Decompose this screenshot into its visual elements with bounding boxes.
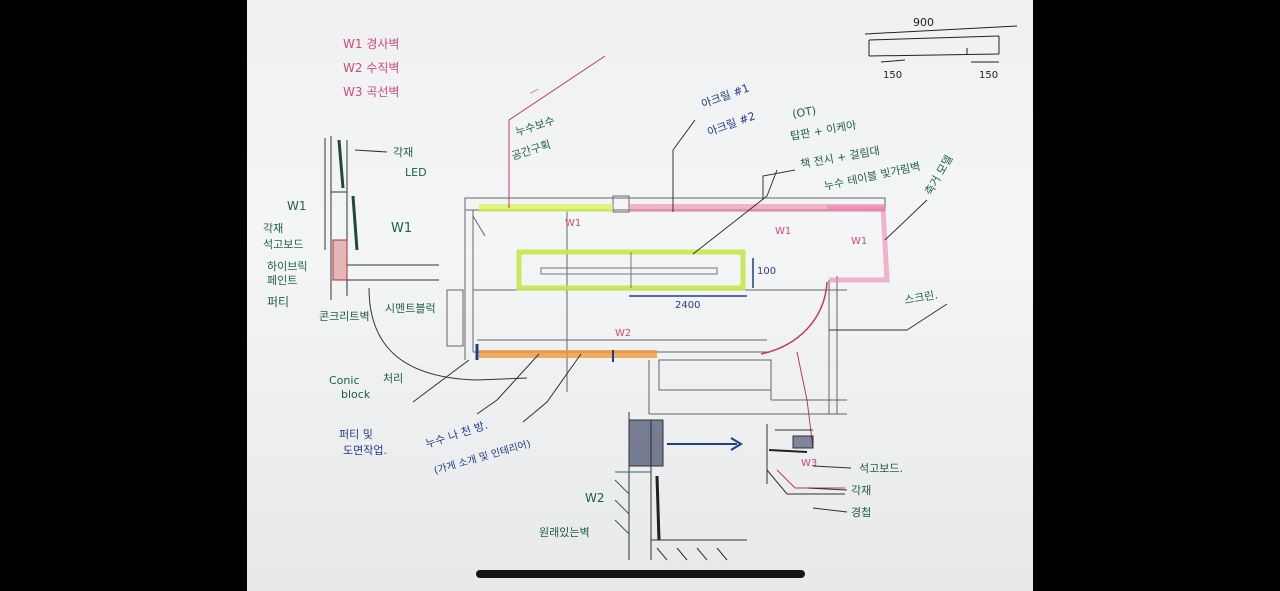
wall-section-w2: [614, 412, 747, 561]
arrow-gakjae: [354, 149, 388, 153]
wall-tag-w1c: W1: [851, 236, 867, 247]
note-existing-wall: 원래있는벽: [539, 526, 590, 539]
label-w1-left: W1: [287, 199, 307, 213]
highlight-top-left: [479, 204, 613, 212]
w3-note-3: 경첩: [851, 506, 871, 519]
note-top-2: 탑판 + 이케아: [789, 119, 857, 143]
home-indicator-bar[interactable]: [476, 570, 805, 578]
legend-w2: W2 수직벽: [343, 61, 399, 75]
dim-100: 100: [757, 266, 776, 277]
label-w2: W2: [585, 491, 605, 505]
sketch-photo: W1 경사벽 W2 수직벽 W3 곡선벽 900 150 150: [247, 0, 1033, 591]
wall-tag-w3: W3: [801, 458, 817, 469]
note-finish: 처리: [383, 372, 403, 385]
note-top-3: 책 전시 + 걸림대: [799, 144, 880, 171]
note-cement: 시멘트블럭: [385, 302, 436, 315]
label-w1-right: W1: [391, 221, 412, 236]
note-left-1: 각재: [263, 222, 283, 235]
note-gakjae: 각재: [393, 146, 413, 159]
note-putty: 퍼티: [267, 295, 289, 309]
top-dim-right: 150: [979, 70, 998, 81]
leader-lines: [412, 55, 948, 449]
note-putty-bottom-2: 도면작업.: [343, 444, 387, 457]
note-left-3: 하이브릭: [267, 259, 307, 273]
highlight-top-right: [629, 204, 885, 212]
note-block: block: [341, 388, 371, 401]
note-putty-bottom-1: 퍼티 및: [339, 428, 373, 441]
legend-w1: W1 경사벽: [343, 37, 399, 51]
dim-2400: 2400: [675, 300, 700, 311]
note-top-1: (OT): [791, 104, 817, 121]
note-acrylic-2: 아크릴 #2: [706, 109, 758, 138]
wall-section-w3: [766, 424, 845, 495]
plan-outline: [446, 195, 886, 415]
legend-w3: W3 곡선벽: [343, 85, 399, 99]
highlight-bottom: [479, 350, 657, 358]
note-cabinet-2: 공간구획: [510, 138, 553, 163]
note-screen: 스크린.: [903, 288, 939, 307]
wall-section-w1: [324, 136, 528, 381]
highlight-right-wall: [827, 205, 890, 283]
center-table-slot: [540, 267, 718, 275]
w3-note-1: 석고보드.: [859, 462, 903, 475]
note-acrylic-1: 아크릴 #1: [700, 81, 752, 110]
note-cabinet-1: 누수보수: [514, 114, 557, 139]
note-conic: Conic: [329, 374, 360, 387]
note-model: 축거 모델: [922, 153, 955, 198]
note-left-4: 페인트: [267, 274, 297, 287]
top-dim-left: 150: [883, 70, 902, 81]
floor-plan-sketch: W1 경사벽 W2 수직벽 W3 곡선벽 900 150 150: [263, 16, 1018, 561]
note-left-2: 석고보드: [263, 238, 303, 251]
curved-screen: [760, 281, 828, 355]
wall-tag-w2: W2: [615, 328, 631, 339]
w1-lower-board: [351, 195, 359, 251]
w3-note-2: 각재: [851, 484, 871, 497]
note-led: LED: [405, 166, 427, 179]
note-crossed: —: [527, 84, 541, 98]
w2-arrow-head: [730, 437, 743, 451]
wall-tag-w1b: W1: [775, 226, 791, 237]
wall-tag-w1a: W1: [565, 218, 581, 229]
top-dimension-detail: [864, 25, 1018, 63]
top-dim-total: 900: [913, 16, 934, 29]
note-concrete: 콘크리트벽: [319, 310, 370, 323]
w3-leaders: [806, 465, 852, 513]
note-bottom-1: 누수 나 천 방.: [424, 418, 490, 451]
w1-upper-board: [337, 139, 345, 189]
note-top-4: 누수 테이블 빛가림벽: [823, 160, 922, 193]
